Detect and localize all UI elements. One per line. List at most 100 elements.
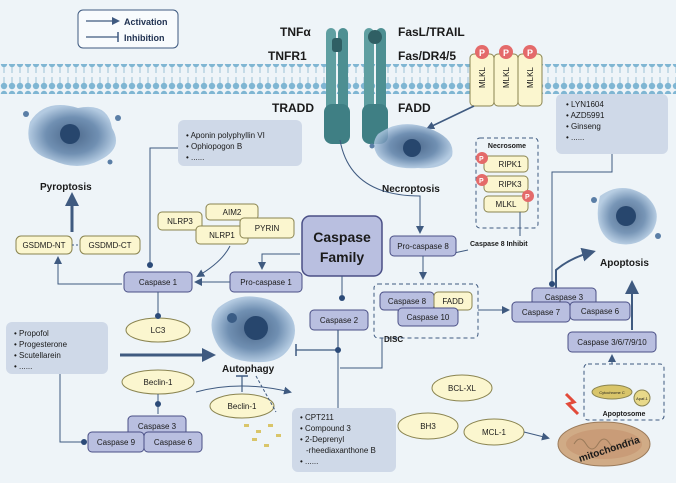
legend-activation-label: Activation bbox=[124, 17, 168, 27]
beclin1-cleaved-node bbox=[209, 393, 275, 419]
tnfr1-label: TNFR1 bbox=[268, 49, 307, 63]
svg-text:LC3: LC3 bbox=[151, 326, 166, 335]
svg-text:Apoptosome: Apoptosome bbox=[603, 411, 646, 418]
svg-text:Pro-caspase 8: Pro-caspase 8 bbox=[397, 242, 449, 251]
apoptosome-box bbox=[583, 363, 665, 421]
svg-text:Caspase 3: Caspase 3 bbox=[545, 293, 584, 302]
svg-text:Caspase 2: Caspase 2 bbox=[320, 316, 359, 325]
svg-text:FADD: FADD bbox=[442, 297, 464, 306]
tnfa-label: TNFα bbox=[280, 25, 311, 39]
caspase6-node bbox=[143, 431, 203, 453]
svg-text:MLKL: MLKL bbox=[496, 200, 517, 209]
svg-text:• 2-Deprenyl: • 2-Deprenyl bbox=[300, 435, 344, 444]
svg-text:NLRP3: NLRP3 bbox=[167, 217, 193, 226]
fasl-trail-label: FasL/TRAIL bbox=[398, 25, 465, 39]
bclxl-node bbox=[431, 374, 493, 402]
svg-text:• Propofol: • Propofol bbox=[14, 329, 49, 338]
inflammasome-complex: NLRP3 AIM2 NLRP1 PYRIN bbox=[157, 203, 295, 245]
svg-text:Caspase 3: Caspase 3 bbox=[138, 422, 177, 431]
svg-text:• Aponin polyphyllin VI: • Aponin polyphyllin VI bbox=[186, 131, 265, 140]
damage-lightning-icon bbox=[564, 392, 580, 416]
bh3-node bbox=[397, 412, 459, 440]
caspase-group-node bbox=[567, 331, 657, 353]
svg-text:GSDMD-CT: GSDMD-CT bbox=[88, 241, 131, 250]
autophagy-title: Autophagy bbox=[222, 364, 275, 375]
caspase8-inhibit-label: Caspase 8 Inhibit bbox=[470, 241, 528, 248]
svg-text:MLKL: MLKL bbox=[478, 67, 487, 88]
apoptosis-title: Apoptosis bbox=[600, 258, 649, 269]
svg-text:P: P bbox=[479, 156, 484, 163]
ripk1-node bbox=[483, 155, 529, 173]
phospho-badge bbox=[499, 45, 513, 59]
caspase2-node bbox=[309, 309, 369, 331]
svg-text:BH3: BH3 bbox=[420, 422, 436, 431]
svg-text:Caspase 1: Caspase 1 bbox=[139, 278, 178, 287]
svg-text:-rheediaxanthone B: -rheediaxanthone B bbox=[306, 446, 376, 455]
svg-text:Apaf-1: Apaf-1 bbox=[636, 396, 649, 401]
svg-text:Caspase 8: Caspase 8 bbox=[388, 297, 427, 306]
mlkl-node bbox=[483, 195, 529, 213]
apoptosis-inhibitor-box: • LYN1604 • AZD5991 • Ginseng • ...... bbox=[556, 94, 668, 154]
svg-text:• ......: • ...... bbox=[566, 133, 584, 142]
svg-text:Beclin-1: Beclin-1 bbox=[144, 378, 173, 387]
apoptotic-cell-icon bbox=[591, 188, 661, 245]
mitochondria-icon bbox=[557, 421, 651, 467]
cytochrome-c-node bbox=[591, 384, 633, 400]
svg-text:Pro-caspase 1: Pro-caspase 1 bbox=[240, 278, 292, 287]
svg-text:RIPK3: RIPK3 bbox=[498, 180, 522, 189]
apaf1-node bbox=[633, 389, 651, 407]
svg-text:• Compound 3: • Compound 3 bbox=[300, 424, 351, 433]
svg-text:PYRIN: PYRIN bbox=[255, 224, 280, 233]
caspase-family-node bbox=[301, 215, 383, 277]
svg-text:Caspase 9: Caspase 9 bbox=[97, 438, 136, 447]
pyroptosis-inhibitor-box: • Aponin polyphyllin VI • Ophiopogon B •… bbox=[178, 120, 302, 166]
gsdmd-ct-node bbox=[79, 235, 141, 255]
svg-text:Family: Family bbox=[320, 249, 365, 265]
svg-text:Caspase 6: Caspase 6 bbox=[154, 438, 193, 447]
svg-text:Caspase 10: Caspase 10 bbox=[407, 313, 450, 322]
mlkl-channels: MLKL MLKL MLKL P P P bbox=[469, 45, 543, 107]
svg-text:• Progesterone: • Progesterone bbox=[14, 340, 68, 349]
svg-text:• LYN1604: • LYN1604 bbox=[566, 100, 604, 109]
autophagic-cell-icon bbox=[211, 296, 295, 363]
tradd-label: TRADD bbox=[272, 101, 314, 115]
svg-text:BCL-XL: BCL-XL bbox=[448, 384, 477, 393]
svg-text:• Ophiopogon B: • Ophiopogon B bbox=[186, 142, 242, 151]
pyroptosis-title: Pyroptosis bbox=[40, 182, 92, 193]
svg-text:P: P bbox=[527, 48, 533, 58]
svg-text:Necrosome: Necrosome bbox=[488, 143, 526, 150]
svg-text:Caspase 6: Caspase 6 bbox=[581, 307, 620, 316]
pyroptotic-cell-icon bbox=[23, 105, 121, 166]
autophagy-inhibitor-box: • Propofol • Progesterone • Scutellarein… bbox=[6, 322, 108, 374]
fadd-receptor-label: FADD bbox=[398, 101, 431, 115]
svg-text:• Scutellarein: • Scutellarein bbox=[14, 351, 61, 360]
svg-text:• ......: • ...... bbox=[14, 362, 32, 371]
svg-text:P: P bbox=[525, 194, 530, 201]
legend-inhibition-label: Inhibition bbox=[124, 33, 165, 43]
svg-text:P: P bbox=[503, 48, 509, 58]
svg-text:GSDMD-NT: GSDMD-NT bbox=[22, 241, 65, 250]
svg-text:• ......: • ...... bbox=[186, 153, 204, 162]
svg-text:MLKL: MLKL bbox=[526, 67, 535, 88]
disc-label: DISC bbox=[384, 335, 403, 344]
fas-dr-label: Fas/DR4/5 bbox=[398, 49, 456, 63]
svg-text:NLRP1: NLRP1 bbox=[209, 231, 235, 240]
svg-text:AIM2: AIM2 bbox=[223, 208, 242, 217]
svg-text:P: P bbox=[479, 178, 484, 185]
svg-text:• ......: • ...... bbox=[300, 457, 318, 466]
necroptotic-cell-icon bbox=[369, 124, 453, 169]
svg-text:P: P bbox=[479, 48, 485, 58]
necrosome-box bbox=[475, 137, 539, 229]
svg-text:• AZD5991: • AZD5991 bbox=[566, 111, 605, 120]
svg-text:Caspase 3/6/7/9/10: Caspase 3/6/7/9/10 bbox=[577, 338, 647, 347]
caspase2-inhibitor-box: • CPT211 • Compound 3 • 2-Deprenyl -rhee… bbox=[292, 408, 396, 472]
phospho-badge bbox=[475, 45, 489, 59]
caspase10-node bbox=[397, 307, 459, 327]
svg-text:MLKL: MLKL bbox=[502, 67, 511, 88]
caspase6-apoptosis-node bbox=[569, 301, 631, 321]
svg-text:• CPT211: • CPT211 bbox=[300, 413, 334, 422]
phospho-badge bbox=[523, 45, 537, 59]
necroptosis-title: Necroptosis bbox=[382, 184, 440, 195]
